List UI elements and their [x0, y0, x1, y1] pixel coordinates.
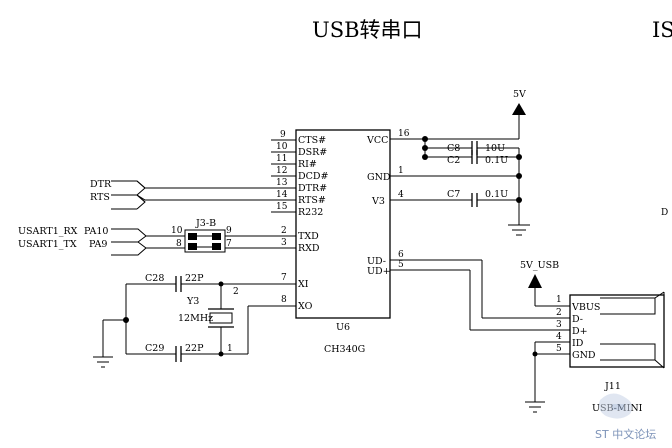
pin-name: GND [367, 172, 391, 183]
usb-pin-name: ID [572, 338, 584, 349]
jumper-pin: 8 [176, 239, 182, 249]
pin-name: UD- [367, 256, 386, 267]
net-dtr: DTR [90, 179, 112, 190]
pin-num: 9 [280, 130, 286, 140]
pin-num: 4 [398, 190, 404, 200]
usb-pin-name: VBUS [571, 302, 600, 313]
pin-num: 13 [276, 178, 288, 188]
usb-pin-name: GND [572, 350, 596, 361]
pin-num: 15 [276, 202, 288, 212]
usb-pin-num: 1 [556, 295, 562, 305]
pin-num: 10 [276, 142, 288, 152]
dtr-rts-connectors [111, 180, 271, 210]
usb-pin-name: D- [572, 314, 583, 325]
crystal-pin1: 1 [227, 344, 233, 354]
jumper-pin: 9 [226, 226, 232, 236]
crystal-circuit [93, 276, 271, 368]
pin-name: RI# [298, 159, 317, 170]
pa-connectors [111, 228, 185, 256]
cap-c8-value: 10U [485, 143, 505, 154]
pin-name: DTR# [298, 183, 327, 194]
pin-num: 7 [281, 273, 287, 283]
pin-name: DSR# [298, 147, 327, 158]
usb-pin-num: 4 [556, 332, 562, 342]
net-5v-usb: 5V_USB [520, 260, 559, 271]
pin-name: TXD [298, 231, 319, 242]
pin-name: UD+ [367, 266, 391, 277]
pin-name: R232 [298, 207, 323, 218]
ic-u6-body [295, 129, 391, 319]
pin-name: XO [298, 301, 313, 312]
pin-num: 11 [276, 154, 287, 164]
pin-num: 5 [398, 260, 404, 270]
watermark-text: ST 中文论坛 [595, 427, 656, 441]
cap-c28-ref: C28 [145, 273, 164, 284]
pin-name: CTS# [298, 135, 326, 146]
side-partial-label: D [661, 208, 668, 218]
usb-connector-j11 [525, 274, 665, 413]
pin-name: V3 [371, 196, 385, 207]
pin-name: RTS# [298, 195, 326, 206]
pin-num: 6 [398, 250, 404, 260]
pin-num: 14 [276, 190, 288, 200]
net-usart-tx: USART1_TX [18, 239, 77, 250]
pin-name: RXD [298, 243, 320, 254]
net-usart-rx: USART1_RX [18, 226, 78, 237]
cap-c2-value: 0.1U [485, 155, 508, 166]
cap-c2-ref: C2 [447, 155, 460, 166]
net-5v: 5V [513, 89, 526, 100]
pin-num: 8 [281, 295, 287, 305]
cap-c29-value: 22P [185, 343, 204, 354]
diagram-title: USB转串口 [312, 18, 423, 42]
pin-name: XI [298, 279, 309, 290]
pin-num: 16 [398, 129, 410, 139]
jumper-j3b [184, 229, 271, 253]
title-right-partial: IS [652, 18, 672, 42]
usb-pin-name: D+ [572, 326, 588, 337]
usb-pin-num: 5 [556, 344, 562, 354]
usb-pin-num: 2 [556, 308, 562, 318]
net-pa9: PA9 [89, 239, 107, 250]
cap-c28-value: 22P [185, 273, 204, 284]
usb-pin-num: 3 [556, 320, 562, 330]
jumper-pin: 7 [226, 239, 232, 249]
jumper-pin: 10 [171, 226, 183, 236]
ic-left-pins: 9 10 11 12 13 14 15 2 3 7 8 CTS# DSR# RI… [271, 130, 329, 312]
cap-c7-value: 0.1U [485, 189, 508, 200]
ic-part: CH340G [324, 344, 365, 355]
crystal-ref: Y3 [186, 296, 199, 307]
crystal-value: 12MHz [178, 313, 213, 324]
cap-c29-ref: C29 [145, 343, 164, 354]
usb-data-lines [425, 259, 570, 331]
cap-c8-ref: C8 [447, 143, 460, 154]
watermark-logo [598, 393, 633, 419]
crystal-pin2: 2 [233, 287, 239, 297]
pin-num: 2 [281, 226, 287, 236]
pin-num: 3 [281, 238, 287, 248]
pin-name: DCD# [298, 171, 329, 182]
net-rts: RTS [90, 192, 110, 203]
pin-num: 12 [276, 166, 287, 176]
usb-ref: J11 [604, 381, 621, 392]
net-pa10: PA10 [84, 226, 108, 237]
ic-right-pins: 16 1 4 6 5 VCC GND V3 UD- UD+ [366, 129, 425, 277]
ic-ref: U6 [336, 322, 350, 333]
cap-c7-ref: C7 [447, 189, 460, 200]
pin-name: VCC [366, 135, 388, 146]
jumper-ref: J3-B [195, 218, 216, 229]
power-decoupling [422, 103, 530, 236]
pin-num: 1 [398, 166, 404, 176]
